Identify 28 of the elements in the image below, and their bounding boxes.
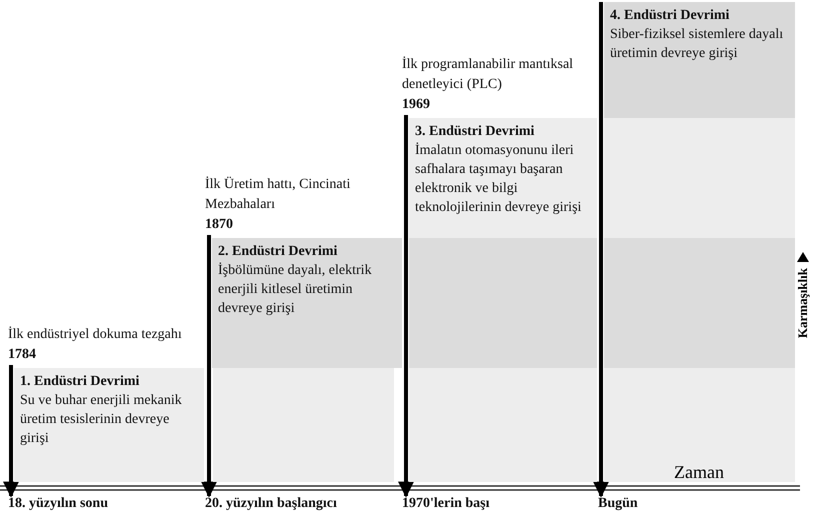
- era-band: [604, 2, 795, 118]
- era-heading: 4. Endüstri Devrimi: [610, 7, 730, 25]
- era-heading: 2. Endüstri Devrimi: [218, 243, 338, 261]
- timeline-arrow: [201, 235, 217, 498]
- era-band: [409, 118, 597, 238]
- milestone-text: İlk endüstriyel dokuma tezgahı: [8, 326, 183, 344]
- era-description: İşbölümüne dayalı, elektrik enerjili kitlesel üretimin devreye girişi: [218, 262, 373, 318]
- timeline-arrow: [398, 115, 414, 498]
- era-heading: 1. Endüstri Devrimi: [20, 373, 140, 391]
- period-label: Bugün: [598, 496, 638, 511]
- timeline-arrow: [593, 2, 609, 498]
- year-label: 1870: [205, 216, 234, 234]
- milestone-text: İlk programlanabilir mantıksal denetleyici (PLC): [402, 56, 574, 94]
- timeline-arrow: [3, 365, 19, 498]
- period-label: 20. yüzyılın başlangıcı: [205, 496, 337, 511]
- era-description: Siber-fiziksel sistemlere dayalı üretimin devreye girişi: [610, 26, 784, 63]
- period-label: 1970'lerin başı: [402, 496, 490, 511]
- milestone-text: İlk Üretim hattı, Cincinati Mezbahaları: [205, 176, 352, 214]
- era-band: [212, 238, 402, 368]
- era-band: [14, 368, 204, 482]
- era-description: Su ve buhar enerjili mekanik üretim tesislerinin devreye girişi: [20, 392, 183, 448]
- period-label: 18. yüzyılın sonu: [8, 496, 108, 511]
- year-label: 1969: [402, 96, 431, 114]
- axis-label: Zaman: [674, 462, 724, 483]
- era-heading: 3. Endüstri Devrimi: [415, 123, 536, 141]
- era-description: İmalatın otomasyonunu ileri safhalara taşımayı başaran elektronik ve bilgi teknolojilerinin devreye girişi: [415, 142, 582, 217]
- axis-label: Karmaşıklık: [795, 268, 811, 338]
- year-label: 1784: [8, 346, 37, 364]
